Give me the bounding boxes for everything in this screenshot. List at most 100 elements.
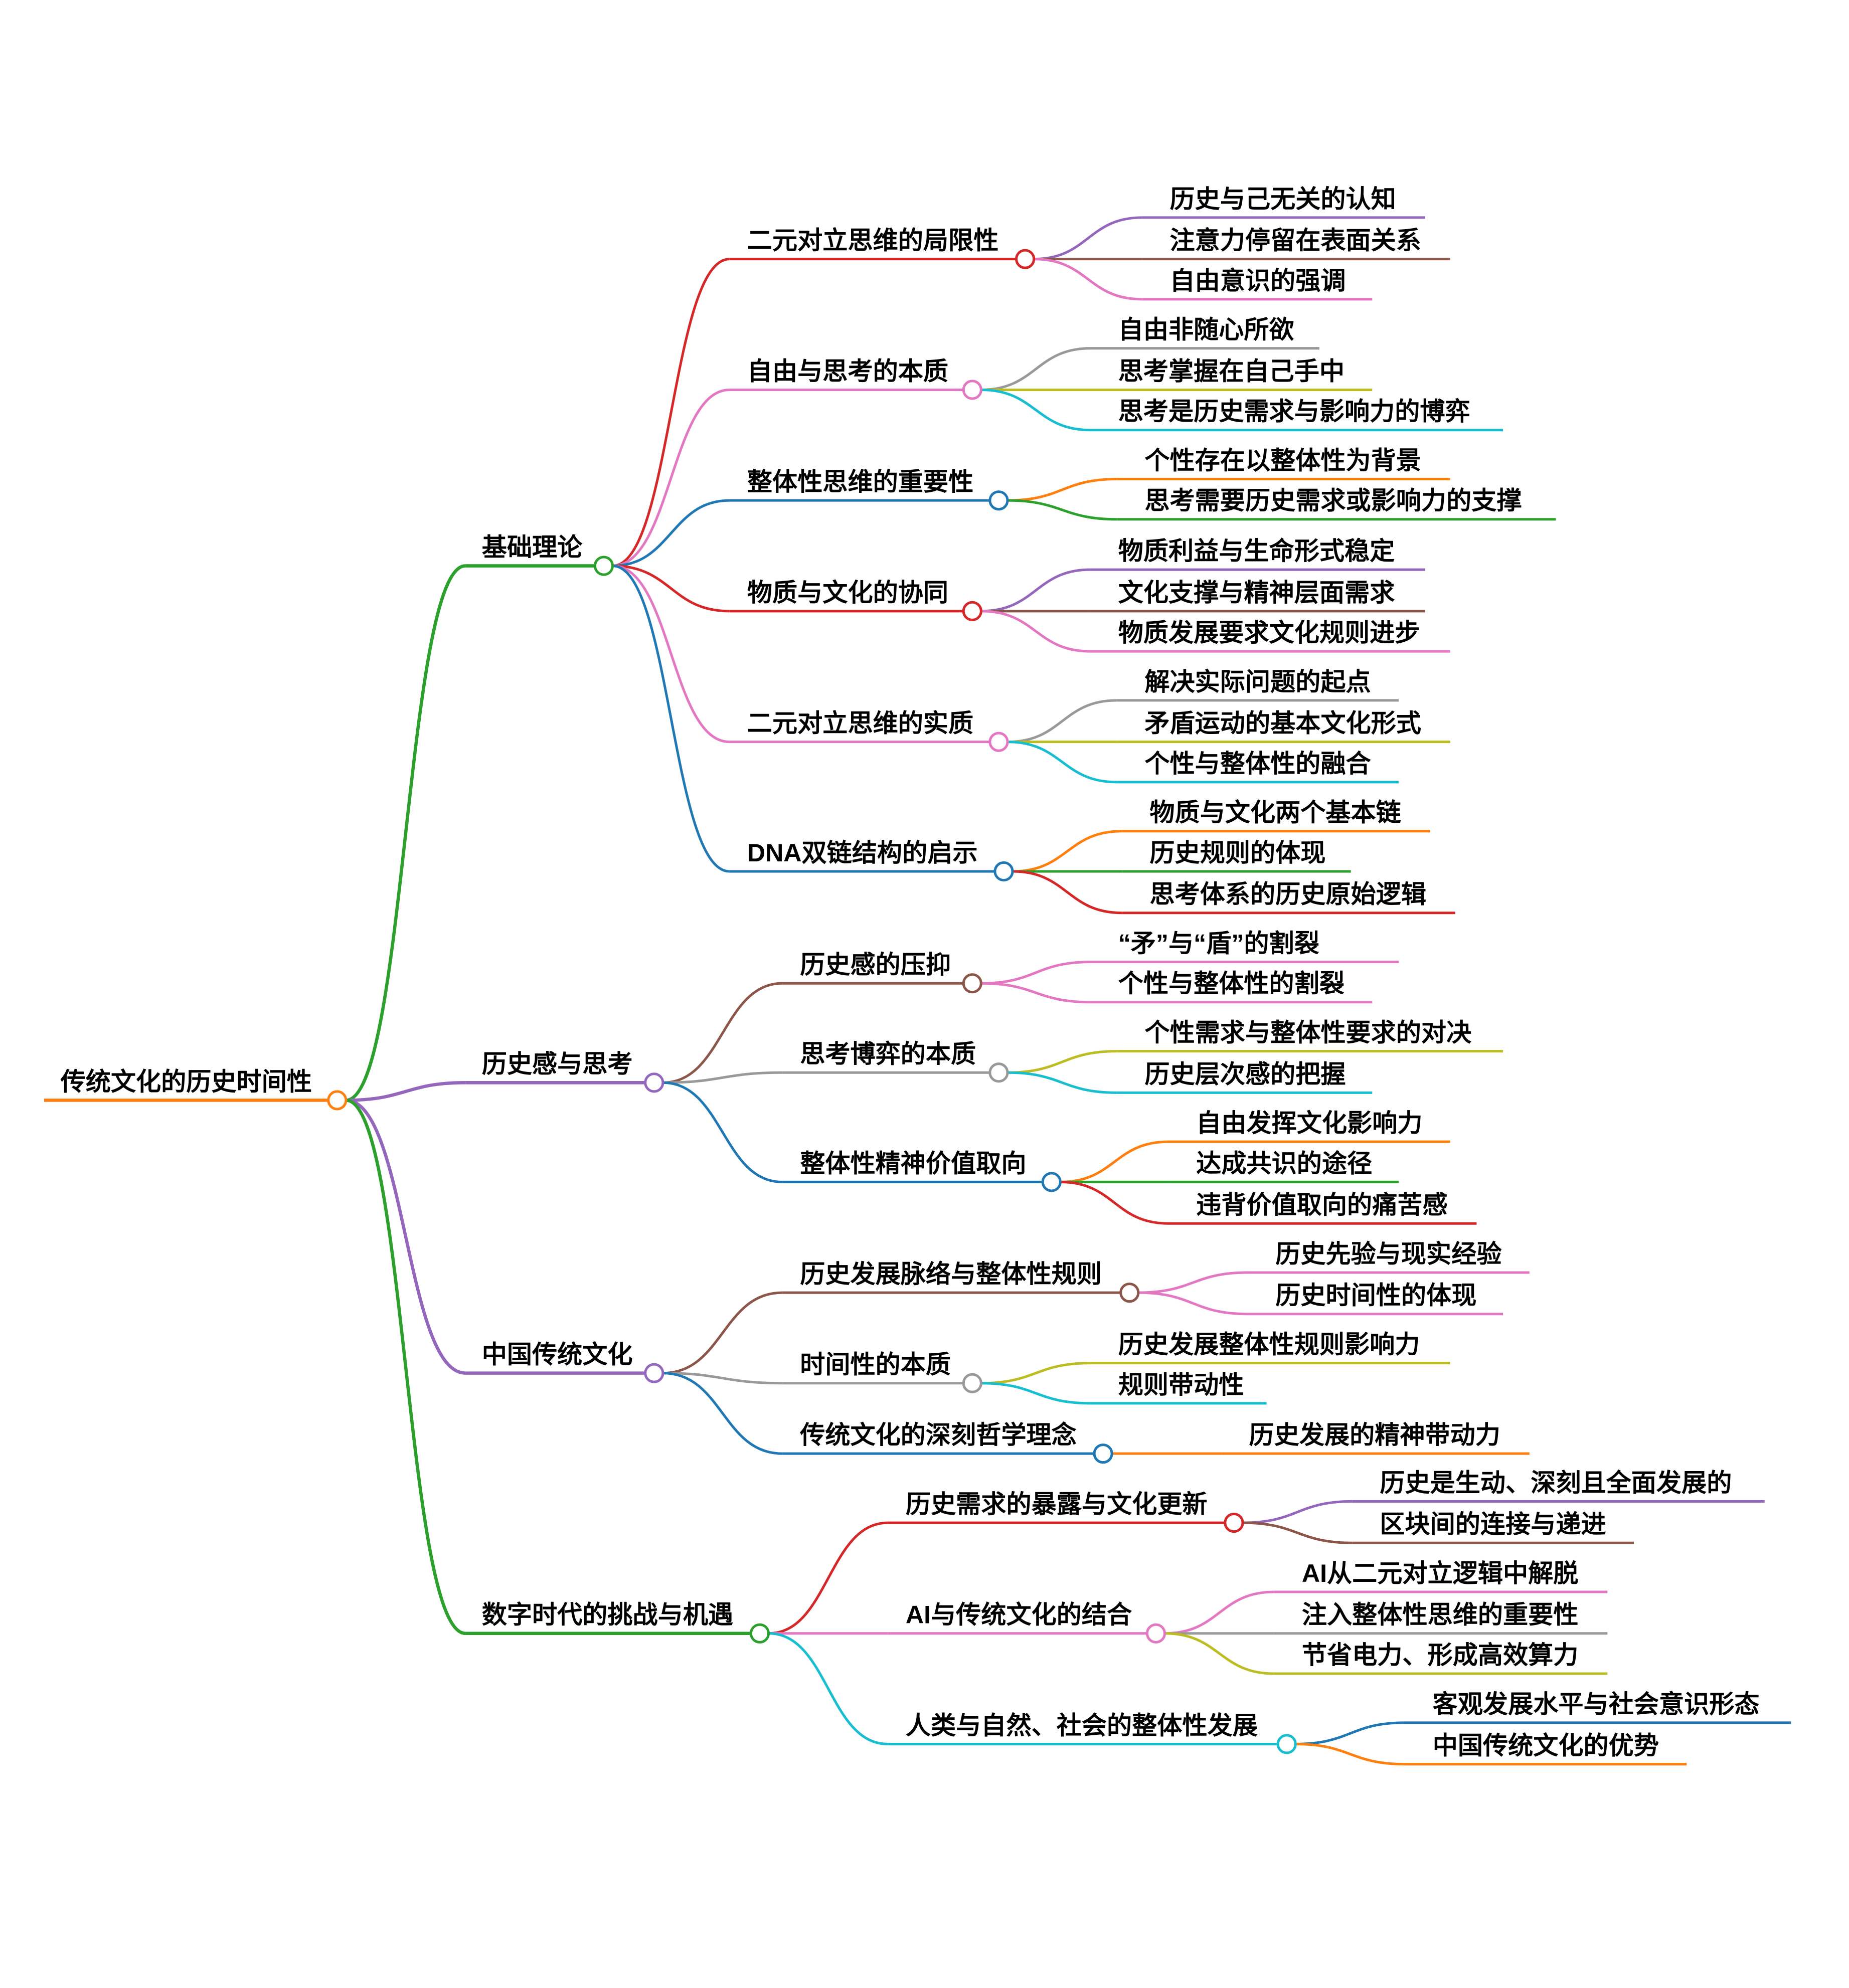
branch-node[interactable]: 物质与文化的协同 [729,579,982,621]
node-label: 二元对立思维的局限性 [747,227,998,255]
connector-line [1242,1500,1353,1524]
node-label: 区块间的连接与递进 [1380,1510,1606,1538]
branch-node[interactable]: 传统文化的深刻哲学理念 [782,1421,1113,1464]
leaf-node[interactable]: 个性与整体性的融合 [1117,750,1399,784]
leaf-node[interactable]: AI从二元对立逻辑中解脱 [1274,1559,1608,1593]
connector-line [1295,1721,1405,1745]
connector-line [662,1372,783,1385]
collapse-toggle-icon[interactable] [749,1623,770,1644]
connector-line [1007,478,1117,502]
node-label: 客观发展水平与社会意识形态 [1433,1690,1760,1718]
leaf-node[interactable]: 自由非随心所欲 [1090,316,1319,350]
leaf-node[interactable]: 节省电力、形成高效算力 [1274,1641,1608,1675]
connector-line [612,258,730,568]
leaf-node[interactable]: 区块间的连接与递进 [1352,1510,1634,1544]
leaf-node[interactable]: 违背价值取向的痛苦感 [1168,1191,1477,1225]
collapse-toggle-icon[interactable] [1145,1623,1166,1644]
node-label: 历史层次感的把握 [1144,1060,1346,1088]
leaf-node[interactable]: 注入整体性思维的重要性 [1274,1601,1608,1635]
leaf-node[interactable]: 矛盾运动的基本文化形式 [1117,709,1450,744]
node-label: 思考需要历史需求或影响力的支撑 [1144,487,1522,515]
branch-node[interactable]: 时间性的本质 [782,1351,982,1393]
connector-line [1164,1632,1274,1675]
leaf-node[interactable]: 思考需要历史需求或影响力的支撑 [1117,487,1556,521]
connector-line [981,568,1091,613]
leaf-node[interactable]: 历史时间性的体现 [1248,1282,1503,1316]
branch-node[interactable]: 历史感的压抑 [782,951,982,994]
branch-node[interactable]: 基础理论 [465,533,614,576]
leaf-node[interactable]: 达成共识的途径 [1168,1149,1399,1183]
collapse-toggle-icon[interactable] [988,732,1009,752]
connector-line [1060,1180,1169,1225]
connector-line [662,1081,783,1183]
collapse-toggle-icon[interactable] [1015,249,1036,269]
branch-node[interactable]: AI与传统文化的结合 [888,1601,1166,1644]
branch-node[interactable]: DNA双链结构的启示 [729,839,1014,882]
node-label: 数字时代的挑战与机遇 [482,1601,733,1629]
branch-node[interactable]: 自由与思考的本质 [729,357,982,400]
branch-node[interactable]: 整体性思维的重要性 [729,468,1009,511]
leaf-node[interactable]: 文化支撑与精神层面需求 [1090,579,1425,613]
node-label: 历史发展整体性规则影响力 [1118,1331,1420,1359]
collapse-toggle-icon[interactable] [988,490,1009,511]
leaf-node[interactable]: 思考掌握在自己手中 [1090,357,1373,391]
leaf-node[interactable]: 自由发挥文化影响力 [1168,1109,1450,1143]
connector-line [768,1521,888,1635]
collapse-toggle-icon[interactable] [988,1062,1009,1083]
leaf-node[interactable]: 个性存在以整体性为背景 [1117,446,1450,481]
leaf-node[interactable]: 注意力停留在表面关系 [1142,227,1450,261]
root-node[interactable]: 传统文化的历史时间性 [44,1067,348,1111]
collapse-toggle-icon[interactable] [644,1363,664,1383]
leaf-node[interactable]: 历史规则的体现 [1122,839,1351,873]
collapse-toggle-icon[interactable] [1276,1734,1297,1754]
branch-node[interactable]: 二元对立思维的实质 [729,709,1009,752]
node-label: 历史先验与现实经验 [1275,1240,1501,1268]
leaf-node[interactable]: 思考是历史需求与影响力的博弈 [1090,398,1503,432]
leaf-node[interactable]: “矛”与“盾”的割裂 [1090,929,1399,964]
collapse-toggle-icon[interactable] [1041,1172,1062,1192]
collapse-toggle-icon[interactable] [962,973,982,994]
leaf-node[interactable]: 物质发展要求文化规则进步 [1090,619,1450,653]
branch-node[interactable]: 数字时代的挑战与机遇 [465,1601,770,1644]
leaf-node[interactable]: 历史与己无关的认知 [1142,185,1425,219]
leaf-node[interactable]: 历史发展的精神带动力 [1221,1421,1530,1455]
collapse-toggle-icon[interactable] [993,861,1014,882]
connector-line [1013,870,1122,915]
leaf-node[interactable]: 历史是生动、深刻且全面发展的 [1352,1469,1765,1503]
node-label: 个性存在以整体性为背景 [1144,446,1421,474]
collapse-toggle-icon[interactable] [327,1090,348,1111]
leaf-node[interactable]: 历史层次感的把握 [1117,1060,1373,1094]
leaf-node[interactable]: 思考体系的历史原始逻辑 [1122,880,1455,915]
collapse-toggle-icon[interactable] [1119,1283,1140,1303]
branch-node[interactable]: 历史发展脉络与整体性规则 [782,1260,1140,1303]
node-label: 注入整体性思维的重要性 [1302,1601,1579,1629]
branch-node[interactable]: 人类与自然、社会的整体性发展 [888,1711,1297,1754]
connector-line [662,1071,783,1084]
branch-node[interactable]: 历史需求的暴露与文化更新 [888,1490,1244,1533]
leaf-node[interactable]: 自由意识的强调 [1142,267,1373,301]
leaf-node[interactable]: 物质利益与生命形式稳定 [1090,537,1425,571]
leaf-node[interactable]: 个性需求与整体性要求的对决 [1117,1019,1503,1053]
leaf-node[interactable]: 中国传统文化的优势 [1405,1732,1687,1766]
collapse-toggle-icon[interactable] [962,1373,982,1393]
collapse-toggle-icon[interactable] [593,556,614,576]
collapse-toggle-icon[interactable] [962,601,982,621]
collapse-toggle-icon[interactable] [962,380,982,400]
branch-node[interactable]: 中国传统文化 [465,1341,664,1383]
leaf-node[interactable]: 解决实际问题的起点 [1117,668,1399,702]
leaf-node[interactable]: 历史发展整体性规则影响力 [1090,1331,1450,1365]
collapse-toggle-icon[interactable] [1224,1513,1244,1533]
node-label: 规则带动性 [1118,1371,1244,1399]
collapse-toggle-icon[interactable] [644,1072,664,1093]
branch-node[interactable]: 二元对立思维的局限性 [729,227,1036,269]
leaf-node[interactable]: 物质与文化两个基本链 [1122,799,1430,833]
leaf-node[interactable]: 历史先验与现实经验 [1248,1240,1530,1274]
branch-node[interactable]: 整体性精神价值取向 [782,1149,1062,1192]
leaf-node[interactable]: 规则带动性 [1090,1371,1267,1405]
branch-node[interactable]: 思考博弈的本质 [782,1040,1009,1083]
node-label: 历史与己无关的认知 [1170,185,1396,213]
collapse-toggle-icon[interactable] [1093,1443,1113,1464]
leaf-node[interactable]: 个性与整体性的割裂 [1090,970,1373,1004]
leaf-node[interactable]: 客观发展水平与社会意识形态 [1405,1690,1791,1724]
branch-node[interactable]: 历史感与思考 [465,1050,664,1093]
